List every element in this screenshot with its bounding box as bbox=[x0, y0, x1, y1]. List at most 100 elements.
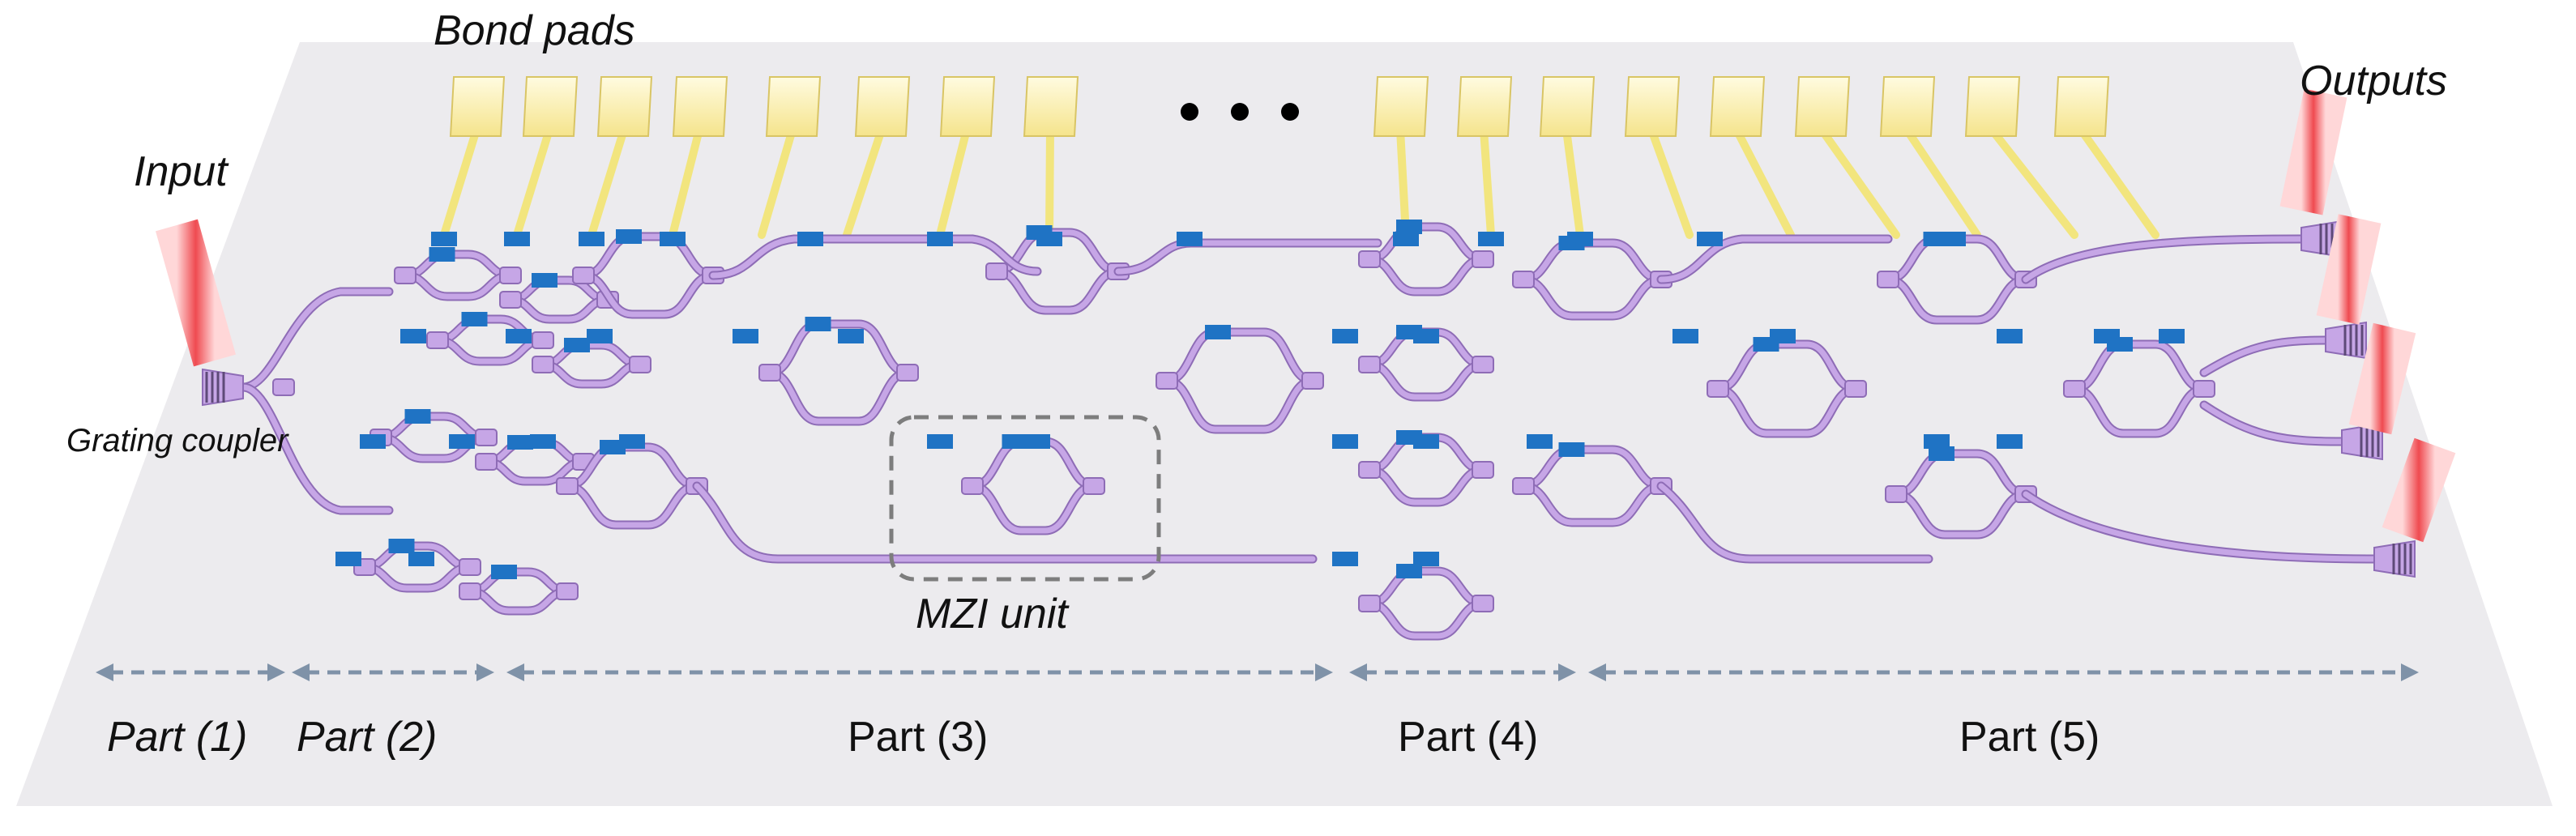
part4-mzi-1-upper-arm bbox=[1366, 224, 1486, 262]
bond-wire-7 bbox=[1045, 126, 1054, 239]
top-heater-7 bbox=[1177, 232, 1203, 246]
part4-center-mzi-lower-arm bbox=[1164, 377, 1316, 433]
part4-mzi-2-out-coupler bbox=[1472, 356, 1494, 373]
part4-mzi-2-in-coupler bbox=[1358, 356, 1381, 373]
bond-pad-10 bbox=[1539, 76, 1596, 137]
part2-mzi-a1-out-coupler bbox=[532, 331, 554, 349]
bond-wire-4 bbox=[758, 126, 797, 239]
part5-mzi-5-in-coupler bbox=[1877, 271, 1899, 288]
part4-mzi-4-upper-arm bbox=[1366, 568, 1486, 607]
top-heater-2 bbox=[579, 232, 604, 246]
output-grating-coupler-2 bbox=[2325, 321, 2367, 360]
part-2-arrow bbox=[292, 663, 494, 681]
part5-mzi-2-upper-arm bbox=[1520, 446, 1664, 489]
output-laser-2 bbox=[2316, 214, 2382, 325]
bond-pad-12 bbox=[1709, 76, 1766, 137]
part1-split-lower bbox=[240, 384, 392, 514]
bottom-heater-1 bbox=[408, 552, 434, 566]
part3-mzi-1-heater bbox=[616, 229, 642, 244]
part1-split-upper bbox=[240, 288, 392, 390]
part2-mzi-a3-out-coupler bbox=[459, 558, 481, 576]
part-4-arrow bbox=[1349, 663, 1576, 681]
part2-mzi-a3-heater bbox=[388, 539, 415, 553]
part2-mzi-b3-in-coupler bbox=[459, 582, 481, 600]
bottom-heater-3 bbox=[1413, 552, 1439, 566]
part5-mzi-3-lower-arm bbox=[1715, 386, 1859, 437]
part2-mzi-a2-heater bbox=[404, 409, 431, 424]
part5-mzi-2-in-coupler bbox=[1512, 477, 1535, 495]
part4-mzi-4-heater bbox=[1396, 564, 1422, 578]
part5-mzi-5-lower-arm bbox=[1885, 276, 2029, 323]
bond-pad-7 bbox=[1023, 76, 1079, 137]
part5-mzi-1-lower-arm bbox=[1520, 276, 1664, 319]
part4-mzi-3-out-coupler bbox=[1472, 461, 1494, 479]
mid-heater-3 bbox=[733, 329, 758, 343]
part4-mzi-1-out-coupler bbox=[1472, 250, 1494, 268]
part5-mzi-4-lower-arm bbox=[1893, 491, 2029, 538]
part3-mzi-1-lower-arm bbox=[580, 272, 716, 318]
bond-wire-5 bbox=[843, 126, 886, 239]
part-1-arrow bbox=[96, 663, 285, 681]
low-heater-9 bbox=[1924, 434, 1950, 449]
part4-mzi-3-lower-arm bbox=[1366, 467, 1486, 505]
part2-mzi-a3-upper-arm bbox=[361, 543, 473, 570]
part5-mzi-3-upper-arm bbox=[1715, 341, 1859, 392]
mid-heater-0 bbox=[400, 329, 426, 343]
heater-layer bbox=[335, 220, 2185, 579]
grating-coupler-label: Grating coupler bbox=[66, 423, 288, 459]
bond-pad-5 bbox=[854, 76, 911, 137]
top-heater-3 bbox=[660, 232, 686, 246]
part4-mzi-4-in-coupler bbox=[1358, 595, 1381, 612]
part3-mzi-3-out-coupler bbox=[896, 364, 919, 382]
bond-wire-12 bbox=[1732, 126, 1795, 239]
mid-heater-7 bbox=[1672, 329, 1698, 343]
bond-pad-0 bbox=[449, 76, 506, 137]
part-2-label: Part (2) bbox=[297, 714, 438, 761]
mid-heater-10 bbox=[2094, 329, 2120, 343]
part5-out-2 bbox=[2201, 337, 2329, 376]
part3-top-bus bbox=[710, 236, 1040, 279]
part-3-label: Part (3) bbox=[848, 714, 989, 761]
part3-mzi-2-lower-arm bbox=[564, 483, 700, 528]
top-heater-9 bbox=[1478, 232, 1504, 246]
bottom-heater-2 bbox=[1332, 552, 1358, 566]
part-5-arrow bbox=[1588, 663, 2419, 681]
top-heater-4 bbox=[797, 232, 823, 246]
mid-heater-11 bbox=[2159, 329, 2185, 343]
bond-pad-6 bbox=[939, 76, 996, 137]
mid-heater-4 bbox=[838, 329, 864, 343]
top-heater-5 bbox=[927, 232, 953, 246]
top-heater-6 bbox=[1036, 232, 1062, 246]
low-heater-7 bbox=[1413, 434, 1439, 449]
part3-mzi-1-in-coupler bbox=[572, 267, 595, 284]
part-3-arrow bbox=[506, 663, 1333, 681]
part2-mzi-b0-lower-arm bbox=[507, 296, 611, 322]
mid-heater-1 bbox=[506, 329, 532, 343]
output-laser-3 bbox=[2348, 322, 2416, 435]
part2-mzi-b1-in-coupler bbox=[532, 356, 554, 373]
mid-heater-6 bbox=[1413, 329, 1439, 343]
part5-out-3 bbox=[2201, 402, 2345, 445]
part2-mzi-a0-upper-arm bbox=[402, 251, 514, 279]
mzi-unit-in-coupler bbox=[961, 477, 984, 495]
mzi-unit-lower-arm bbox=[969, 483, 1097, 534]
part4-mzi-1-in-coupler bbox=[1358, 250, 1381, 268]
part5-mzi-6-lower-arm bbox=[2071, 386, 2207, 437]
part3-mzi-5-in-coupler bbox=[985, 262, 1008, 280]
bond-pad-11 bbox=[1624, 76, 1681, 137]
part5-mzi-6-in-coupler bbox=[2063, 380, 2086, 398]
part3-bottom-bus bbox=[694, 483, 1316, 562]
low-heater-4 bbox=[927, 434, 953, 449]
part2-mzi-b2-heater bbox=[507, 435, 533, 450]
part3-mzi-1-upper-arm bbox=[580, 233, 716, 279]
part2-mzi-a0-out-coupler bbox=[499, 267, 522, 284]
input-label: Input bbox=[134, 148, 228, 195]
bond-wire-0 bbox=[440, 126, 481, 239]
bond-wire-9 bbox=[1480, 126, 1495, 239]
ellipsis-dots bbox=[1181, 103, 1299, 121]
part2-mzi-b1-heater bbox=[564, 338, 590, 352]
outputs-label: Outputs bbox=[2300, 58, 2448, 104]
mzi-unit-box bbox=[889, 415, 1161, 582]
mid-heater-2 bbox=[587, 329, 613, 343]
